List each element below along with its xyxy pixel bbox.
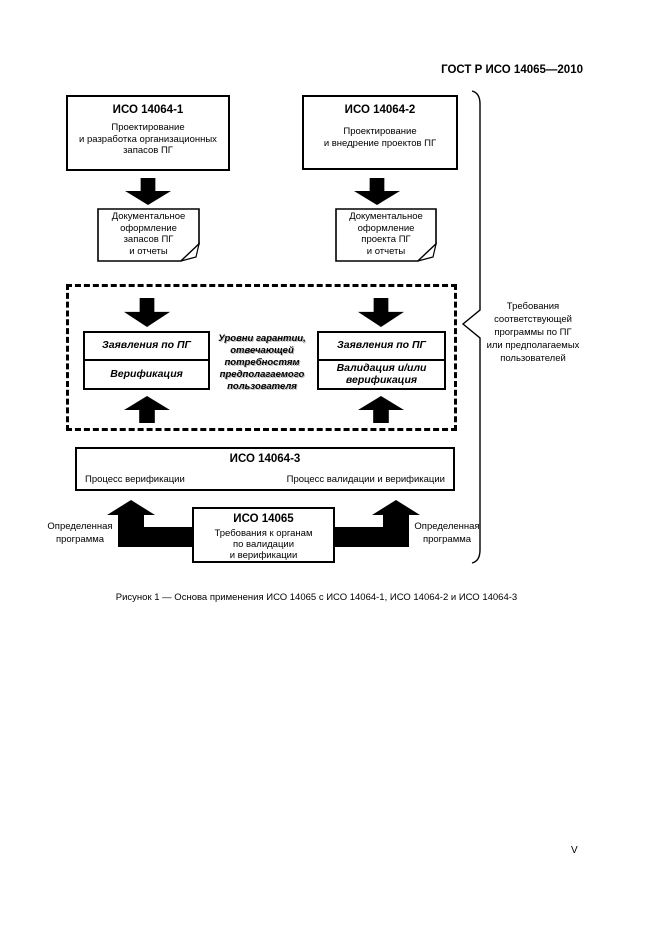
box-iso14065: ИСО 14065 Требования к органам по валида… [192, 507, 335, 563]
page-header-title: ГОСТ Р ИСО 14065—2010 [441, 64, 583, 76]
box-iso14064-2-body: Проектирование и внедрение проектов ПГ [323, 126, 437, 149]
document-icon [97, 208, 200, 262]
program-label-right: Определенная программа [414, 521, 480, 545]
doc-shape-right: Документальное оформление проекта ПГ и о… [335, 208, 437, 262]
validation-verification-process-label: Процесс валидации и верификации [286, 473, 445, 485]
box-iso14064-1-title: ИСО 14064-1 [112, 104, 184, 116]
dashed-frame [66, 284, 457, 431]
assurance-note: Уровни гарантии, отвечающей потребностям… [218, 333, 306, 392]
box-iso14064-2: ИСО 14064-2 Проектирование и внедрение п… [302, 95, 458, 170]
box-iso14064-2-title: ИСО 14064-2 [344, 104, 416, 116]
box-iso14064-3: ИСО 14064-3 Процесс верификации Процесс … [75, 447, 455, 491]
elbow-up-arrow-icon [107, 500, 192, 547]
claims-left-bottom: Верификация [110, 367, 183, 380]
down-arrow-icon [354, 178, 400, 205]
box-iso14065-body: Требования к органам по валидации и вери… [214, 528, 313, 561]
down-arrow-icon [125, 178, 171, 205]
doc-right-text: Документальное оформление проекта ПГ и о… [349, 211, 423, 257]
claims-box-right: Заявления по ПГ Валидация и/или верифика… [317, 331, 446, 390]
box-iso14064-1: ИСО 14064-1 Проектирование и разработка … [66, 95, 230, 171]
figure-caption: Рисунок 1 — Основа применения ИСО 14065 … [115, 592, 518, 603]
program-label-left: Определенная программа [47, 521, 113, 545]
box-iso14064-3-title: ИСО 14064-3 [229, 453, 301, 465]
curly-brace-icon [461, 90, 481, 564]
claims-box-left: Заявления по ПГ Верификация [83, 331, 210, 390]
brace-label: Требования соответствующей программы по … [486, 301, 580, 364]
document-icon [335, 208, 437, 262]
claims-right-top: Заявления по ПГ [337, 339, 426, 352]
elbow-up-arrow-icon [335, 500, 420, 547]
box-iso14064-1-body: Проектирование и разработка организацион… [79, 122, 217, 156]
claims-left-top: Заявления по ПГ [102, 339, 191, 352]
doc-shape-left: Документальное оформление запасов ПГ и о… [97, 208, 200, 262]
claims-right-bottom: Валидация и/или верификация [336, 362, 427, 386]
doc-left-text: Документальное оформление запасов ПГ и о… [111, 211, 186, 257]
verification-process-label: Процесс верификации [85, 473, 185, 485]
page-number: V [571, 845, 578, 856]
box-iso14065-title: ИСО 14065 [233, 513, 294, 525]
